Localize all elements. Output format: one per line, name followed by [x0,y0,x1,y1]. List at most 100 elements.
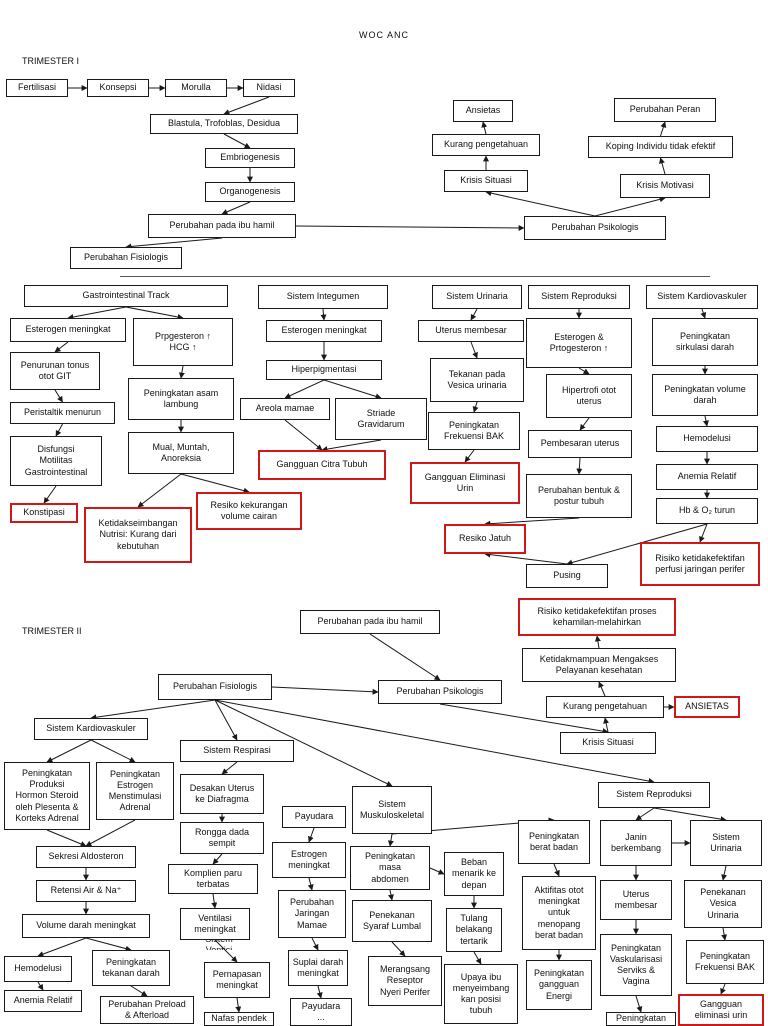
node-konstipasi: Konstipasi [10,503,78,523]
node-esterogen-git: Esterogen meningkat [10,318,126,342]
node-produksi-hormon: Peningkatan Produksi Hormon Steroid oleh… [4,762,90,830]
node-bentuk-postur: Perubahan bentuk & postur tubuh [526,474,632,518]
edge-areola-to-citra-tubuh [284,419,323,451]
node-areola: Areola mamae [240,398,330,420]
edge-hb-o2-to-perfusi [699,523,708,543]
node-resiko-cairan: Resiko kekurangan volume cairan [196,492,302,530]
node-striade: Striade Gravidarum [335,398,427,440]
edge-perubahan-ibu1-to-perubahan-fisiologis1 [125,237,223,250]
edge-berat-badan-to-aktifitas [553,863,560,877]
node-tekanan-vesica: Tekanan pada Vesica urinaria [430,358,524,402]
edge-koping-to-perubahan-peran [660,121,667,137]
node-penekanan-vesica: Penekanan Vesica Urinaria [684,880,762,928]
node-asam-lambung: Peningkatan asam lambung [128,378,234,420]
node-payudara2: Payudara ... [290,998,352,1026]
node-berat-badan: Peningkatan berat badan [518,820,590,864]
node-sirkulasi: Peningkatan sirkulasi darah [652,318,758,366]
edge-tulang-to-upaya-ibu [473,951,482,965]
edge-tekanan-vesica-to-frek-bak1 [472,401,479,413]
edge-nidasi-to-blastula [223,96,270,115]
node-janin: Janin berkembang [600,820,672,866]
node-esterogen-prog: Esterogen & Prtogesteron ↑ [526,318,632,368]
node-upaya-ibu: Upaya ibu menyeimbang kan posisi tubuh [444,964,518,1024]
node-sis-integumen: Sistem Integumen [258,285,388,309]
node-pusing: Pusing [526,564,608,588]
node-gangguan-energi: Peningkatan gangguan Energi [526,960,592,1010]
edge-perubahan-psikologis1-to-krisis-motivasi [594,196,666,217]
node-masa-abdomen: Peningkatan masa abdomen [350,846,430,890]
node-hemodelusi2: Hemodelusi [4,956,72,982]
node-konsepsi: Konsepsi [87,79,149,97]
page-title: WOC ANC [358,30,409,40]
node-perubahan-psikologis1: Perubahan Psikologis [524,216,666,240]
edge-hipertrofi-to-pembesaran-uterus [579,417,590,431]
node-rongga-dada: Rongga dada sempit [180,822,264,854]
edge-sis-kardio2-to-estrogen-adrenal [90,739,136,763]
edge-peristaltik-to-disfungsi [55,423,63,437]
node-hipertrofi: Hipertrofi otot uterus [546,374,632,418]
node-sis-kardio1: Sistem Kardiovaskuler [646,285,758,309]
node-elim-urin2: Gangguan eliminasi urin [678,994,764,1026]
node-sis-kardio2: Sistem Kardiovaskuler [34,718,148,740]
edge-produksi-hormon-to-aldosteron [46,829,87,847]
edge-frek-bak2-to-elim-urin2 [720,983,726,995]
node-peningkatan-bottom: Peningkatan [606,1012,676,1026]
edge-uterus-besar1-to-tekanan-vesica [470,341,478,359]
edge-estrogen-payu-to-jaringan-mamae [307,877,314,891]
edge-masa-abdomen-to-syaraf-lumbal [387,889,394,901]
edge-komplien-paru-to-ventilasi [211,893,218,909]
edge-perubahan-ibu2-to-perubahan-psikologis2 [369,633,441,681]
edge-rongga-dada-to-komplien-paru [212,853,223,865]
edge-perubahan-fisiologis2-to-sis-musku [214,699,393,787]
edge-estrogen-adrenal-to-aldosteron [85,819,136,847]
edge-bentuk-postur-to-resiko-jatuh [484,517,580,527]
edge-syaraf-lumbal-to-reseptor [391,941,406,957]
edge-perubahan-fisiologis2-to-sis-respirasi [214,699,238,741]
node-kurang-peng2: Kurang pengetahuan [546,696,664,718]
node-frek-bak2: Peningkatan Frekuensi BAK [686,940,764,984]
node-syaraf-lumbal: Penekanan Syaraf Lumbal [352,900,432,942]
node-ansietas2: ANSIETAS [674,696,740,718]
node-retensi: Retensi Air & Na⁺ [36,880,136,902]
edge-hiperpigmentasi-to-striade [323,379,382,400]
node-aldosteron: Sekresi Aldosteron [36,846,136,868]
edge-gastro-track-to-prog-hcg [125,306,184,320]
node-uterus-besar2: Uterus membesar [600,880,672,920]
edge-tekanan-darah-to-preload [130,985,148,997]
node-jaringan-mamae: Perubahan Jaringan Mamae [278,890,346,938]
node-pernapasan: Pernapasan meningkat [204,962,270,998]
edge-gastro-track-to-esterogen-git [67,306,127,320]
edge-striade-to-citra-tubuh [321,439,382,453]
node-disfungsi: Disfungsi Motilitas Gastrointestinal [10,436,102,486]
node-resiko-proses: Risiko ketidakefektifan proses kehamilan… [518,598,676,636]
node-sis-reproduksi1: Sistem Reproduksi [528,285,630,309]
edge-suplai-darah-to-payudara2 [316,985,323,999]
edge-sis-urinaria1-to-uterus-besar1 [470,308,478,321]
edge-sis-reproduksi2-to-sis-urinaria2 [653,807,727,823]
edge-krisis-motivasi-to-koping [659,157,666,175]
node-krisis-motivasi: Krisis Motivasi [620,174,710,198]
node-resiko-jatuh: Resiko Jatuh [444,524,526,554]
edge-mual-to-ketidakseimbangan [137,473,182,508]
node-frek-bak1: Peningkatan Frekuensi BAK [428,412,520,450]
node-krisis-situasi1: Krisis Situasi [444,170,528,192]
edge-esterogen-prog-to-hipertrofi [578,367,590,375]
node-vaskularisasi: Peningkatan Vaskularisasi Serviks & Vagi… [600,934,672,996]
node-perubahan-psikologis2: Perubahan Psikologis [378,680,502,704]
node-hiperpigmentasi: Hiperpigmentasi [266,360,382,380]
edge-pusing-to-resiko-jatuh [484,551,568,565]
node-anemia2: Anemia Relatif [4,990,82,1012]
edge-perubahan-fisiologis2-to-perubahan-psikologis2 [271,686,379,695]
edge-sis-musku-to-masa-abdomen [387,833,394,847]
node-organogenesis: Organogenesis [205,182,295,202]
node-perubahan-fisiologis2: Perubahan Fisiologis [158,674,272,700]
edge-disfungsi-to-konstipasi [43,485,57,504]
node-ventilasi: Ventilasi meningkat [180,908,250,940]
node-beban: Beban menarik ke depan [444,852,504,896]
node-perubahan-ibu1: Perubahan pada ibu hamil [148,214,296,238]
node-prog-hcg: Prpgesteron ↑ HCG ↑ [133,318,233,366]
edge-sis-integumen-to-esterogen-int [320,308,327,321]
node-ansietas1: Ansietas [453,100,513,122]
node-estrogen-payu: Estrogen meningkat [272,842,346,878]
